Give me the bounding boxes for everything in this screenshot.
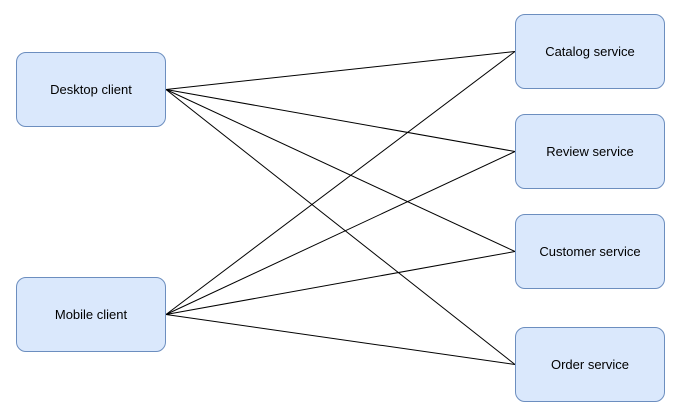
node-label: Order service bbox=[550, 357, 630, 372]
order-service-node[interactable]: Order service bbox=[515, 327, 665, 402]
edge-desktop-to-order bbox=[165, 89, 516, 365]
edge-desktop-to-catalog bbox=[165, 51, 516, 90]
customer-service-node[interactable]: Customer service bbox=[515, 214, 665, 289]
node-label: Customer service bbox=[539, 244, 641, 259]
catalog-service-node[interactable]: Catalog service bbox=[515, 14, 665, 89]
node-label: Desktop client bbox=[50, 82, 132, 97]
mobile-client-node[interactable]: Mobile client bbox=[16, 277, 166, 352]
edge-desktop-to-review bbox=[165, 89, 516, 152]
node-label: Review service bbox=[546, 144, 634, 159]
edge-mobile-to-order bbox=[165, 314, 516, 365]
node-label: Mobile client bbox=[54, 307, 128, 322]
edge-mobile-to-customer bbox=[165, 251, 516, 315]
edge-desktop-to-customer bbox=[165, 89, 516, 252]
review-service-node[interactable]: Review service bbox=[515, 114, 665, 189]
desktop-client-node[interactable]: Desktop client bbox=[16, 52, 166, 127]
edge-mobile-to-catalog bbox=[165, 51, 516, 315]
node-label: Catalog service bbox=[545, 44, 635, 59]
edge-mobile-to-review bbox=[165, 151, 516, 315]
